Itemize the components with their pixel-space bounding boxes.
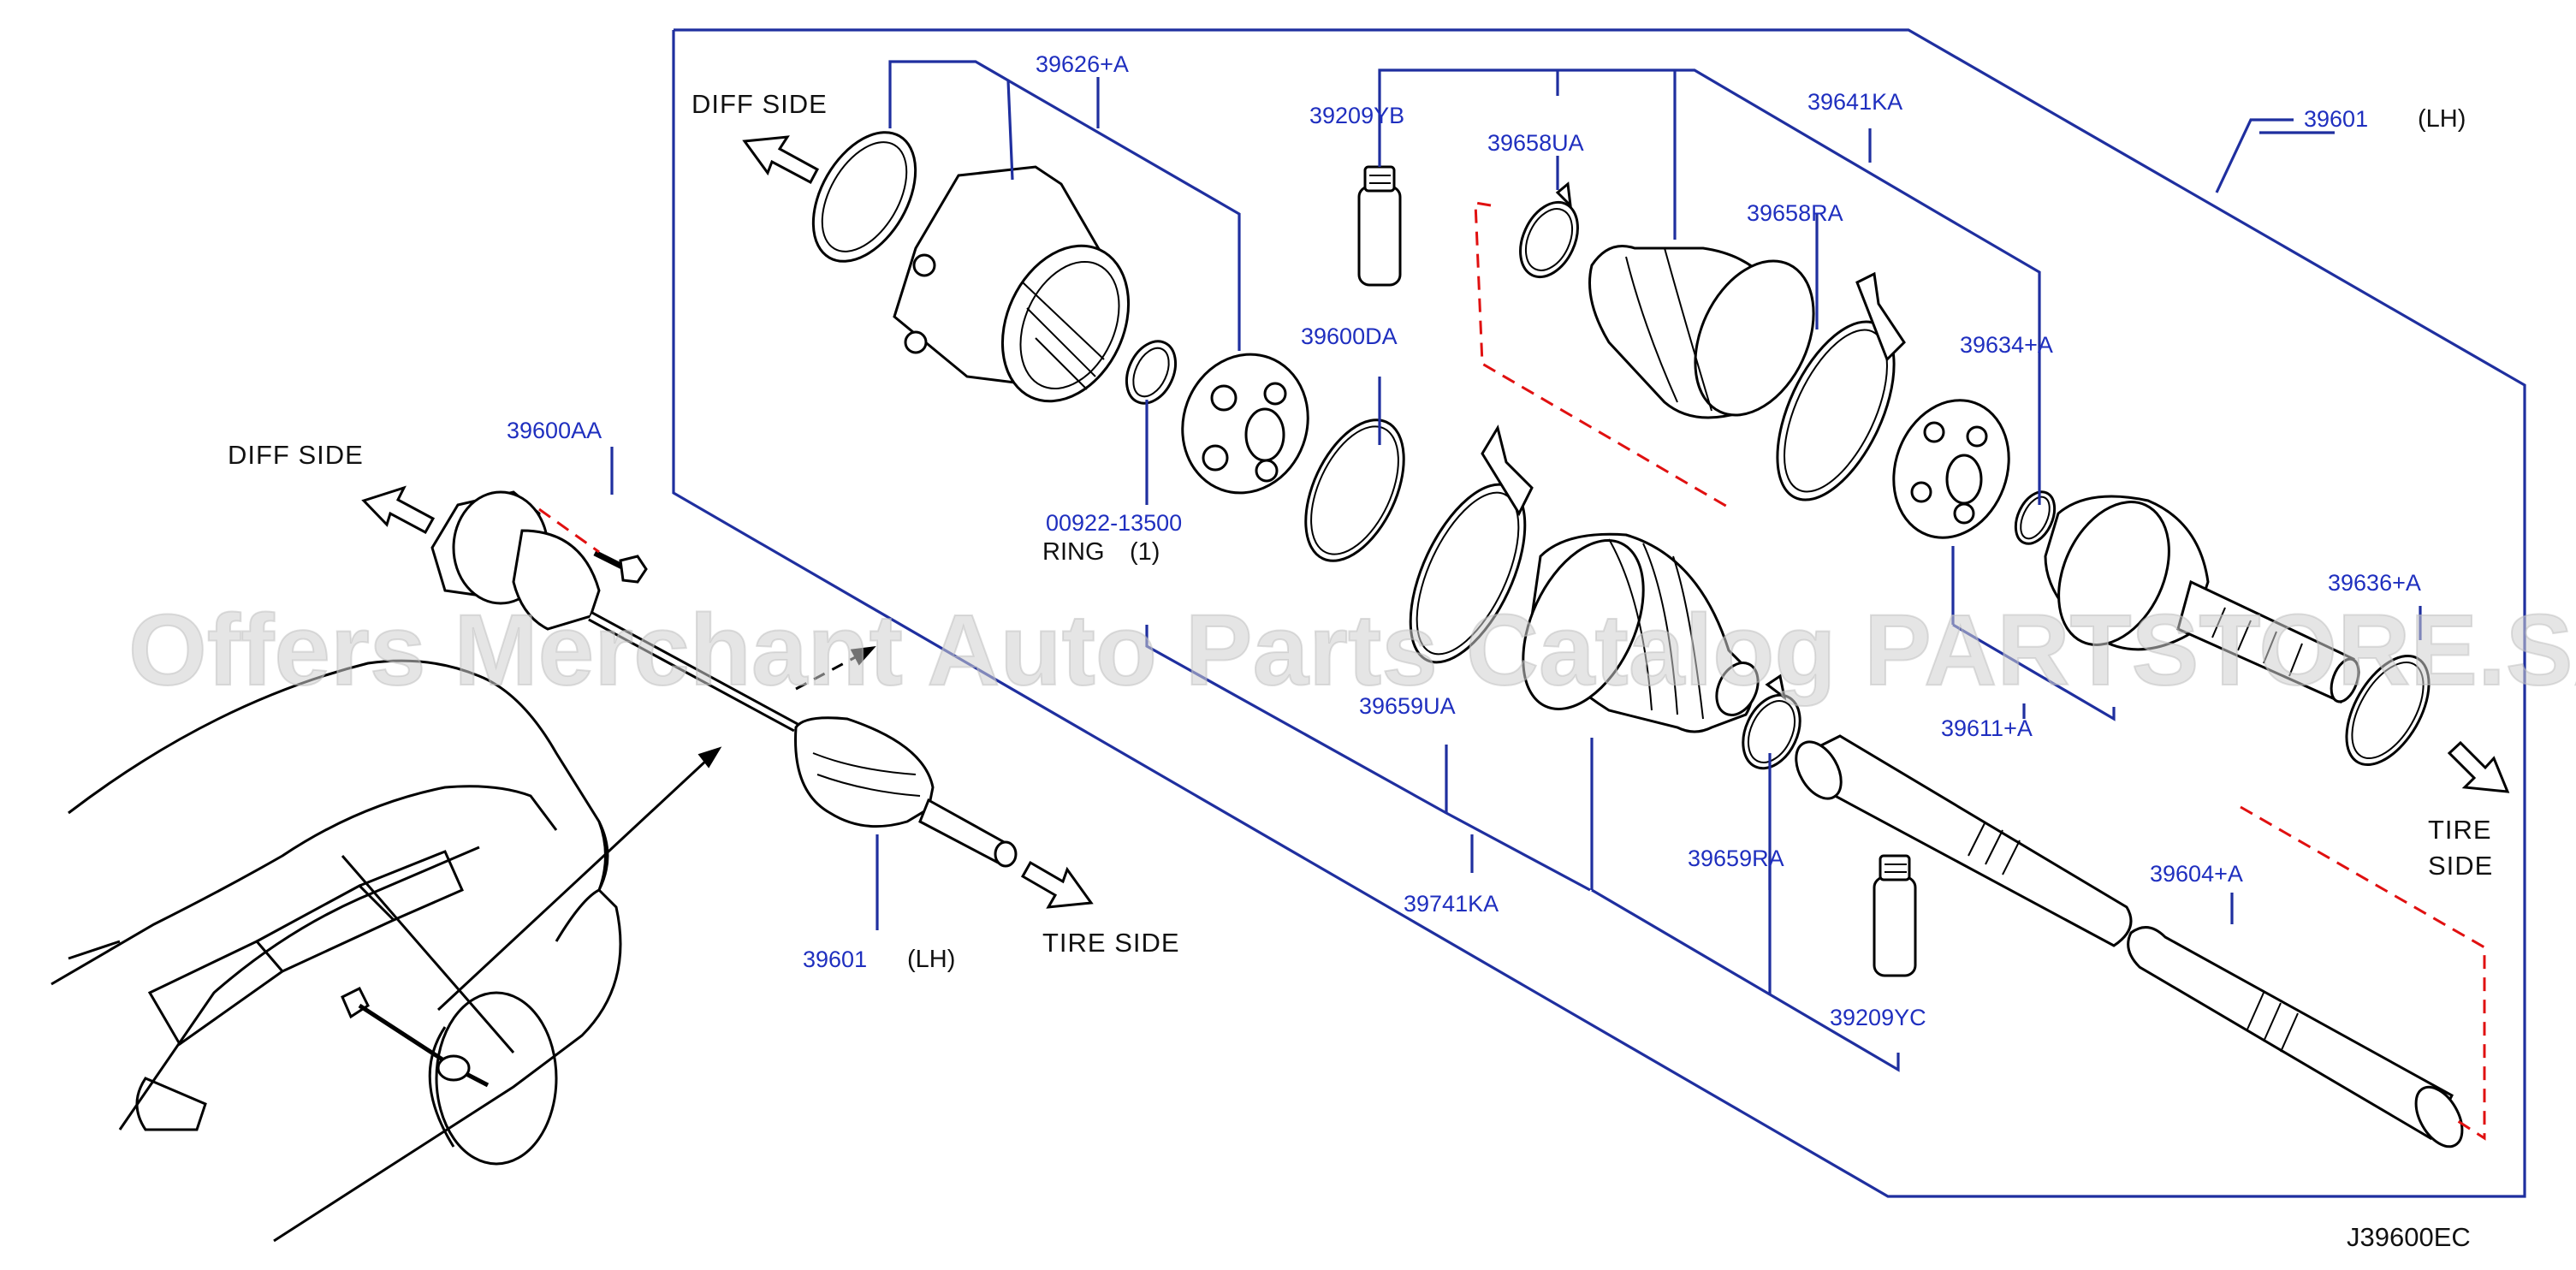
label-39626a: 39626+A — [1036, 51, 1129, 77]
bolt-39600aa — [593, 549, 648, 584]
label-39658ua: 39658UA — [1487, 130, 1584, 156]
diff-side-arrow-top — [742, 135, 820, 185]
label-ring-qty: (1) — [1130, 538, 1160, 566]
label-diff-side-left: DIFF SIDE — [228, 440, 364, 470]
part-39634a-circlip — [2014, 490, 2057, 545]
label-diff-side-top: DIFF SIDE — [691, 89, 828, 119]
diff-side-arrow-left — [361, 485, 436, 535]
part-39626a-housing — [893, 165, 1131, 403]
part-00922-circlip — [1125, 340, 1178, 405]
part-39604a-shaft-upper — [1795, 734, 2133, 947]
label-39601-bottom: 39601 — [803, 947, 867, 972]
part-39626a-ring — [811, 131, 917, 263]
label-39600da: 39600DA — [1301, 323, 1398, 349]
label-39604a: 39604+A — [2150, 861, 2243, 887]
alignment-line-boot — [1474, 201, 1730, 509]
alignment-line-shaft — [2240, 805, 2486, 1141]
label-39601-bottom-side: (LH) — [907, 946, 955, 973]
part-39658ua-clamp — [1519, 181, 1579, 279]
part-39600da-ring — [1304, 418, 1405, 562]
tire-side-arrow-left — [1020, 860, 1094, 909]
part-39659ra-clamp — [1742, 674, 1801, 770]
label-tire-side-left: TIRE SIDE — [1042, 928, 1180, 958]
label-39209yb: 39209YB — [1309, 103, 1404, 128]
label-tire-side-right-2: SIDE — [2428, 851, 2493, 881]
part-39741ka-tripod — [1181, 353, 1309, 495]
label-39611a: 39611+A — [1941, 715, 2033, 741]
exploded-view-frame — [672, 28, 2526, 1198]
watermark-text: Offers Merchant Auto Parts Catalog PARTS… — [128, 594, 2576, 707]
label-tire-side-right-1: TIRE — [2428, 815, 2492, 845]
label-39601-top: 39601 — [2304, 106, 2368, 132]
tire-side-arrow-right — [2447, 740, 2510, 793]
vehicle-shaft-icon — [341, 986, 490, 1088]
label-ring: RING — [1042, 538, 1105, 566]
diagram-code: J39600EC — [2347, 1222, 2471, 1252]
label-39209yc: 39209YC — [1830, 1005, 1926, 1030]
bolt-alignment-line — [538, 507, 600, 554]
label-39634a: 39634+A — [1960, 332, 2053, 358]
label-39636a: 39636+A — [2328, 570, 2421, 596]
leader-lines — [610, 60, 2422, 1072]
label-39658ra: 39658RA — [1747, 200, 1843, 226]
part-39209yc-grease — [1873, 854, 1917, 977]
part-39741ka-outer-boot — [1588, 245, 1815, 419]
label-00922-13500: 00922-13500 — [1046, 510, 1182, 536]
vehicle-pointer-arrows — [436, 646, 876, 1012]
part-39741ka-boot — [1522, 532, 1760, 733]
part-39636a-ring — [2345, 654, 2431, 767]
part-39604a-shaft-lower — [2127, 926, 2464, 1148]
part-39659ua-clamp — [1409, 424, 1534, 664]
label-39659ua: 39659UA — [1359, 693, 1456, 719]
part-39611a-outer-joint — [2044, 495, 2360, 704]
part-39658ra-clamp — [1776, 271, 1906, 501]
label-39641ka: 39641KA — [1807, 89, 1902, 115]
vehicle-illustration — [50, 659, 622, 1243]
label-39659ra: 39659RA — [1688, 846, 1784, 871]
part-39209yb-grease — [1357, 165, 1402, 287]
label-39741ka: 39741KA — [1404, 891, 1499, 917]
label-39600aa: 39600AA — [507, 418, 602, 443]
assembled-driveshaft — [430, 490, 1018, 868]
label-39601-top-side: (LH) — [2418, 105, 2466, 133]
part-39611a-race — [1892, 399, 2010, 539]
